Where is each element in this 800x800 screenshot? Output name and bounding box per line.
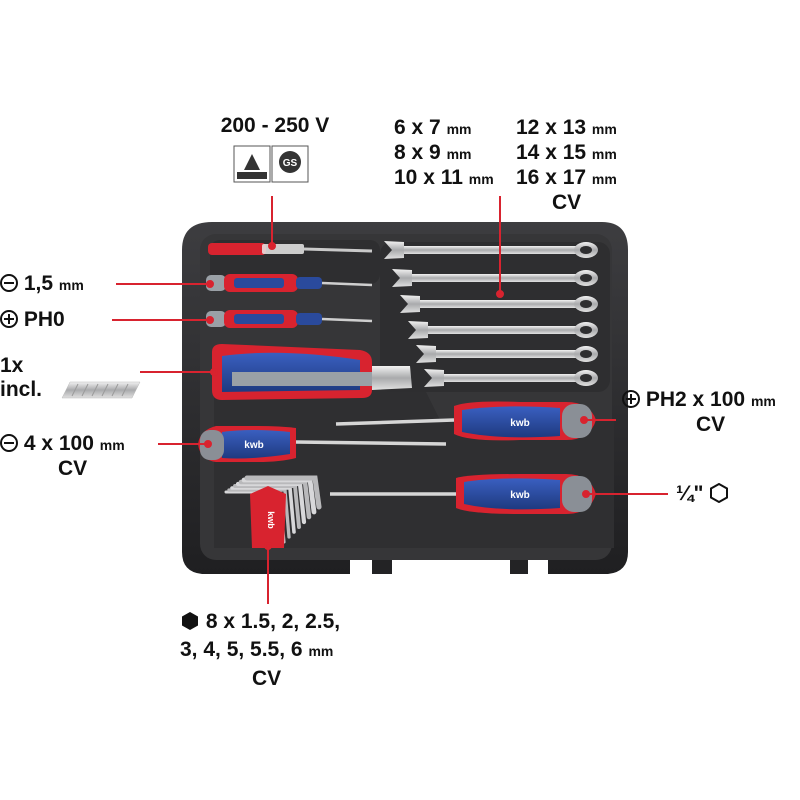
combination-wrench: [416, 345, 598, 363]
slotted-screwdriver-icon: [0, 274, 18, 292]
wrench-size: 6 x 7: [394, 116, 441, 139]
tuv-certification-mark: [233, 145, 271, 183]
gs-certification-mark: GS: [271, 145, 309, 183]
hex-key: [244, 475, 322, 510]
slot-large-label: 4 x 100 mm CV: [0, 432, 125, 481]
bit-holder-screwdriver: kwb: [330, 474, 596, 514]
combination-wrench: [408, 321, 598, 339]
hexagon-icon: [182, 612, 198, 630]
combination-wrench: [392, 269, 598, 287]
utility-knife: [212, 344, 412, 400]
spare-blade: [61, 381, 141, 399]
small-slotted-screwdriver: [206, 274, 373, 292]
phillips-screwdriver-icon: [622, 390, 640, 408]
bit-holder-label: ¼": [676, 482, 729, 506]
phillips-large-label: PH2 x 100 mm CV: [622, 388, 776, 437]
hexagon-icon: [710, 482, 729, 504]
brand-logo: kwb: [510, 418, 529, 429]
phillips-small-label: PH0: [0, 308, 65, 332]
combination-wrench: [424, 369, 598, 387]
blade-label: 1x incl.: [0, 354, 43, 401]
leader-lines: [112, 196, 668, 604]
hex-key-set: [224, 475, 322, 544]
wrench-material: CV: [552, 191, 582, 214]
wrench-size: 12 x 13: [516, 116, 587, 139]
voltage-label: 200 - 250 V: [220, 114, 330, 137]
combination-wrench: [384, 241, 598, 259]
brand-logo: kwb: [266, 511, 276, 529]
combination-wrench: [400, 295, 598, 313]
hex-key: [230, 486, 296, 534]
wrench-sizes-col1: 6 x 7 mm 8 x 9 mm 10 x 11 mm: [394, 116, 494, 189]
brand-logo: kwb: [510, 490, 529, 501]
large-phillips-screwdriver: kwb: [335, 401, 596, 441]
hex-key-holder: kwb: [250, 486, 286, 548]
slotted-screwdriver-icon: [0, 434, 18, 452]
wrench-size: 14 x 15: [516, 141, 587, 164]
wrench-size: 10 x 11: [394, 166, 463, 189]
small-phillips-screwdriver: [206, 310, 373, 328]
combination-wrench-set: [384, 241, 598, 387]
large-slotted-screwdriver: kwb: [198, 426, 447, 462]
wrench-size: 16 x 17: [516, 166, 587, 189]
hex-key: [227, 488, 291, 539]
wrench-size: 8 x 9: [394, 141, 441, 164]
svg-text:GS: GS: [283, 158, 298, 169]
hex-keys-label: 8 x 1.5, 2, 2.5, 3, 4, 5, 5.5, 6 mm CV: [180, 610, 341, 690]
slot-small-label: 1,5 mm: [0, 272, 84, 297]
wrench-sizes-col2: 12 x 13 mm 14 x 15 mm 16 x 17 mm CV: [516, 116, 617, 214]
phillips-screwdriver-icon: [0, 310, 18, 328]
brand-logo: kwb: [244, 440, 263, 451]
